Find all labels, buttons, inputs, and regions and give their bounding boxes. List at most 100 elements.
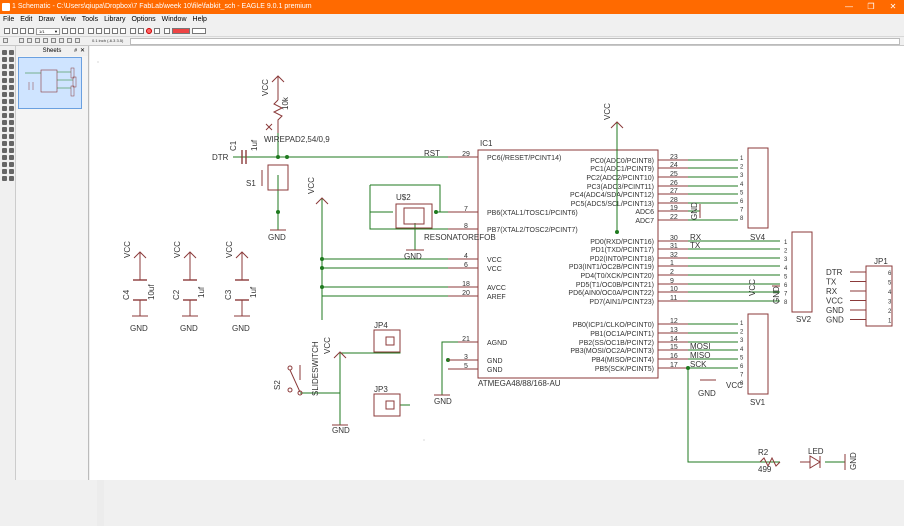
name-icon[interactable] [2,106,7,111]
menu-tools[interactable]: Tools [81,16,99,23]
mark-icon[interactable] [9,57,14,62]
menu-file[interactable]: File [3,16,15,23]
menu-options[interactable]: Options [131,16,156,23]
polygon-icon[interactable] [9,141,14,146]
menu-edit[interactable]: Edit [20,16,33,23]
erc-tool-icon[interactable] [2,169,7,174]
change-icon[interactable] [9,78,14,83]
board-icon[interactable] [62,28,68,34]
rotate-icon[interactable] [9,71,14,76]
schematic-canvas[interactable]: IC1 ATMEGA48/88/168-AU PC6(/RESET/PCINT1… [90,46,904,480]
redraw-icon[interactable] [120,28,126,34]
split-icon[interactable] [9,113,14,118]
erc-icon[interactable] [172,28,190,34]
value-icon[interactable] [9,106,14,111]
run-ulp-icon[interactable] [78,28,84,34]
smash-icon[interactable] [2,113,7,118]
grid-icon[interactable] [3,38,8,43]
ic1-pin-number: 30 [670,235,678,242]
zoom-in-small-icon[interactable] [35,38,40,43]
zoom-in-icon[interactable] [96,28,102,34]
delete-icon[interactable] [9,85,14,90]
copy-icon[interactable] [9,64,14,69]
parameter-toolbar: 0.1 inch (-6.3 3.5) [0,37,904,46]
menu-view[interactable]: View [60,16,76,23]
label-icon[interactable] [9,155,14,160]
save-icon[interactable] [20,28,26,34]
rect-icon[interactable] [2,141,7,146]
restore-button[interactable]: ❐ [867,2,875,11]
text-icon[interactable] [9,127,14,132]
zoom-out-small-icon[interactable] [43,38,48,43]
circle-icon[interactable] [2,134,7,139]
print-icon[interactable] [28,28,34,34]
net-label: MISO [690,351,710,360]
settings-gear-icon[interactable] [75,38,80,43]
sheet-select[interactable]: 1/1▼ [36,28,60,35]
menu-draw[interactable]: Draw [38,16,55,23]
move-icon[interactable] [2,64,7,69]
ic1-pin-number: 32 [670,252,678,259]
pinswap-icon[interactable] [9,92,14,97]
port-icon[interactable] [9,176,14,181]
schematic-drawing[interactable]: IC1 ATMEGA48/88/168-AU PC6(/RESET/PCINT1… [90,46,904,480]
junction-icon[interactable] [2,155,7,160]
script-icon[interactable] [70,28,76,34]
net-icon[interactable] [9,148,14,153]
miter-icon[interactable] [2,120,7,125]
sheet-thumbnail[interactable] [18,57,82,109]
invoke-icon[interactable] [9,120,14,125]
layer-icon[interactable] [19,38,24,43]
command-line-input[interactable] [130,38,900,45]
close-icon[interactable]: ✕ [79,48,85,54]
replace-icon[interactable] [2,99,7,104]
redo-icon[interactable] [138,28,144,34]
dimension-icon[interactable] [9,162,14,167]
zoom-fit-icon[interactable] [88,28,94,34]
undo-icon[interactable] [130,28,136,34]
ic1-symbol[interactable]: IC1 ATMEGA48/88/168-AU PC6(/RESET/PCINT1… [424,139,710,388]
attribute-icon[interactable] [2,162,7,167]
new-icon[interactable] [4,28,10,34]
add-icon[interactable] [2,92,7,97]
open-icon[interactable] [12,28,18,34]
menu-window[interactable]: Window [161,16,187,23]
errors-icon[interactable] [9,169,14,174]
menu-library[interactable]: Library [104,16,126,23]
zoom-out-icon[interactable] [104,28,110,34]
help-icon[interactable] [164,28,170,34]
modules-icon[interactable] [2,176,7,181]
bus-icon[interactable] [2,148,7,153]
zoom-area-icon[interactable] [51,38,56,43]
stop-icon[interactable] [146,28,152,34]
mirror-icon[interactable] [2,71,7,76]
group-icon[interactable] [2,78,7,83]
ic1-pin-name: GND [487,367,503,374]
menu-help[interactable]: Help [192,16,207,23]
paste-icon[interactable] [2,85,7,90]
ic1-pin-name: PD5(T1/OC0B/PCINT21) [576,282,654,289]
wire-icon[interactable] [2,127,7,132]
close-button[interactable]: ✕ [889,2,897,11]
sheet-thumbnail-preview [25,67,77,97]
resonator-value: RESONATOREFOB [424,233,496,242]
arc-icon[interactable] [9,134,14,139]
pin-icon[interactable]: # [74,48,77,54]
gateswap-icon[interactable] [9,99,14,104]
minimize-button[interactable]: — [845,2,853,11]
ic1-pin-name: PC4(ADC4/SDA/PCINT12) [570,192,654,199]
ic1-pin-number: 17 [670,362,678,369]
ic1-pin-name: PC1(ADC1/PCINT9) [590,166,654,173]
header-pin-number: 1 [784,240,788,246]
show-icon[interactable] [9,50,14,55]
go-icon[interactable] [154,28,160,34]
zoom-last-icon[interactable] [59,38,64,43]
zoom-select-icon[interactable] [112,28,118,34]
drc-icon[interactable] [192,28,206,34]
display-icon[interactable] [2,57,7,62]
power-symbols [132,75,846,470]
zoom-icon[interactable] [27,38,32,43]
info-icon[interactable] [2,50,7,55]
ic1-pin-number: 23 [670,154,678,161]
lock-icon[interactable] [67,38,72,43]
